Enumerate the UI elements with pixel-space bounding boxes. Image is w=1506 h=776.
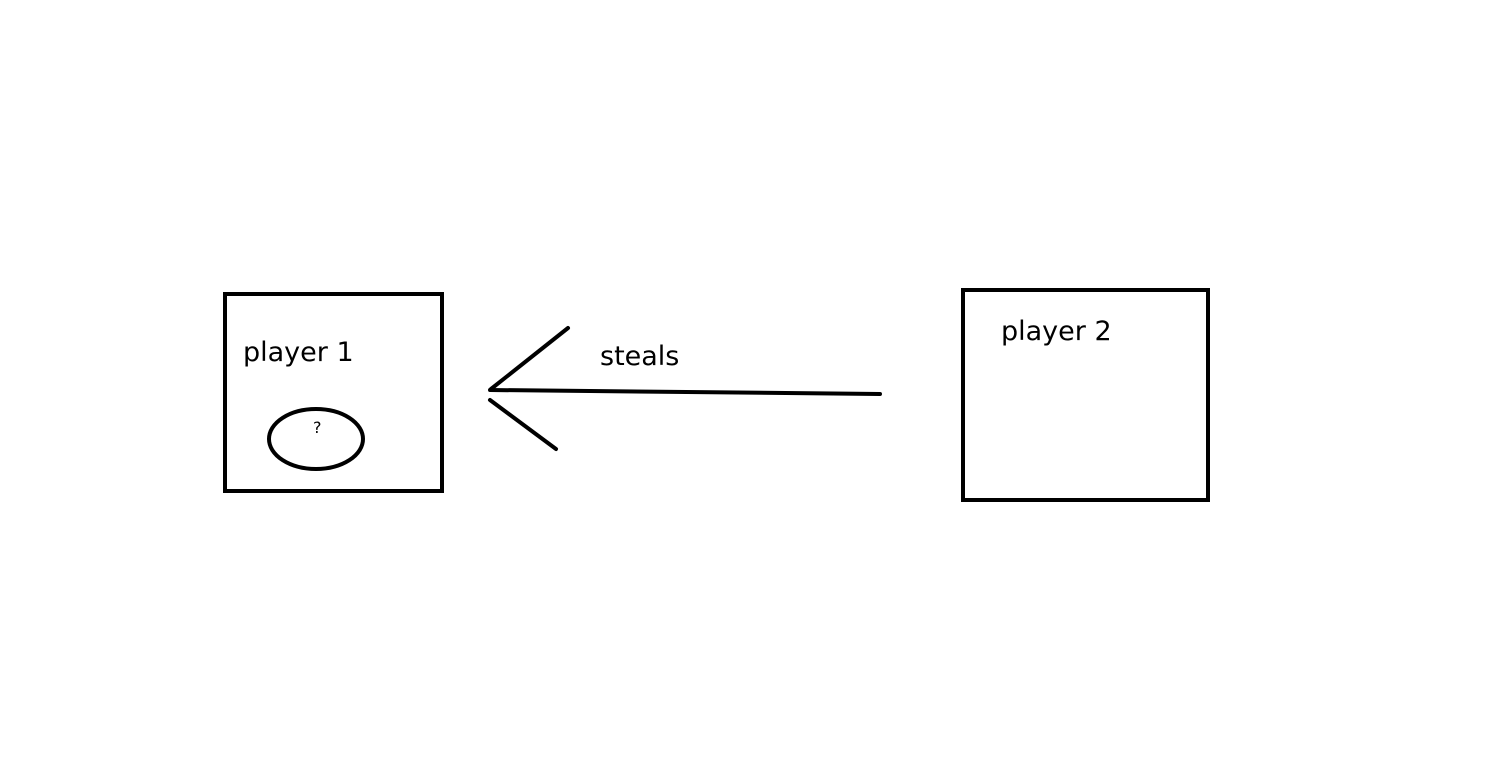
edge-label-steals: steals [600,341,680,372]
player-1-box [223,292,444,493]
player-2-label: player 2 [1001,316,1112,347]
player-2-box [961,288,1210,502]
arrow-head-lower [488,398,558,451]
item-ellipse [267,407,365,471]
arrow-head-upper [489,326,570,391]
item-label: ? [313,418,322,437]
player-1-label: player 1 [243,337,354,368]
arrow-shaft [488,388,882,396]
